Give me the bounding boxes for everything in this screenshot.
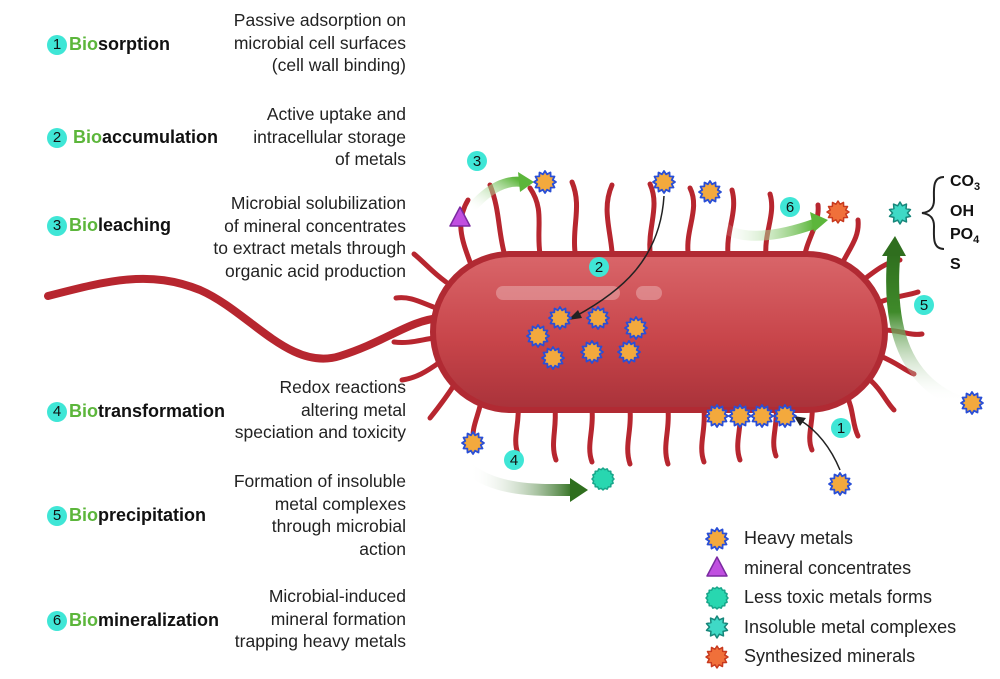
arrow-bioleaching-head [518,172,534,192]
mechanism-name: Bioleaching [69,215,172,235]
mechanism-name: Bioprecipitation [69,505,207,525]
flagellum [44,274,444,363]
ion-sulfide: S [950,255,961,273]
arrow-biotransformation-head [570,478,588,502]
description-bioaccumulation: Active uptake and intracellular storage … [253,104,406,169]
legend: Heavy metals mineral concentrates Less t… [704,524,956,672]
heavy-metal-particle [548,306,572,330]
mechanism-number: 6 [47,610,67,631]
arrow-bioleaching [465,176,527,215]
heavy-metal-particle [586,306,610,330]
insoluble-complex-icon [705,615,729,639]
lesstoxic-particle [591,467,615,491]
diagram-markers: 1 2 3 4 5 6 [467,151,934,470]
arrow-bioaccumulation [575,195,665,317]
mechanism-biosorption: 1 Biosorption [47,34,170,55]
heavy-metal-particle [705,404,729,428]
description-bioprecipitation: Formation of insoluble metal complexes t… [233,471,406,559]
mechanism-number: 2 [47,127,67,148]
diagram-marker-6: 6 [780,197,800,217]
less-toxic-metal-icon [705,586,729,610]
ion-phosphate: PO4 [950,226,980,247]
ion-bracket [921,176,945,250]
mechanism-bioleaching: 3 Bioleaching [47,215,171,236]
legend-item: mineral concentrates [704,554,956,584]
heavy-metal-particle [960,391,984,415]
heavy-metal-particle [533,170,557,194]
heavy-metal-particle [750,404,774,428]
arrow-biomineralization [711,211,819,241]
svg-text:6: 6 [786,199,794,216]
diagram-marker-1: 1 [831,418,851,438]
diagram-marker-5: 5 [914,295,934,315]
legend-item: Less toxic metals forms [704,583,956,613]
heavy-metal-particle [541,346,565,370]
particles [449,170,984,496]
mechanism-name: Biomineralization [69,610,220,630]
insoluble-particle [888,201,912,225]
bacterium-body [430,251,888,413]
legend-item: Insoluble metal complexes [704,613,956,643]
heavy-metal-particle [698,180,722,204]
mechanism-number: 1 [47,34,67,55]
mechanism-name: Biosorption [69,34,170,54]
heavy-metal-particle [580,340,604,364]
diagram-marker-4: 4 [504,450,524,470]
diagram-marker-3: 3 [467,151,487,171]
svg-text:1: 1 [837,420,845,437]
diagram-marker-2: 2 [589,257,609,277]
mineral-particle [449,206,471,227]
mechanism-number: 3 [47,215,67,236]
legend-item: Heavy metals [704,524,956,554]
arrow-biomineralization-head [810,212,828,232]
mechanism-biotransformation: 4 Biotransformation [47,401,225,422]
arrow-biosorption-head [794,416,806,426]
heavy-metal-particle [728,404,752,428]
description-biotransformation: Redox reactions altering metal speciatio… [234,377,406,442]
body-highlight-dot [636,286,662,300]
legend-item: Synthesized minerals [704,642,956,672]
heavy-metal-particle [773,404,797,428]
arrow-biosorption [799,419,841,471]
mechanism-number: 4 [47,401,67,422]
svg-text:4: 4 [510,452,518,469]
svg-text:2: 2 [595,259,603,276]
mechanism-name: Bioaccumulation [73,127,219,147]
mechanism-number: 5 [47,505,67,526]
body-highlight [496,286,620,300]
mechanism-bioaccumulation: 2 Bioaccumulation [47,127,218,148]
description-biomineralization: Microbial-induced mineral formation trap… [234,586,406,651]
heavy-metal-particle [828,472,852,496]
heavy-metal-particle [624,316,648,340]
ion-hydroxide: OH [950,202,974,220]
heavy-metal-particle [652,170,676,194]
mineral-concentrate-icon [706,556,728,577]
svg-text:5: 5 [920,297,928,314]
heavy-metal-icon [705,526,729,551]
ion-carbonate: CO3 [950,173,981,194]
heavy-metal-particle [617,340,641,364]
synth-particle [826,200,850,224]
description-biosorption: Passive adsorption on microbial cell sur… [233,10,406,75]
synthesized-mineral-icon [705,645,729,669]
heavy-metal-particle [526,324,550,348]
mechanism-name: Biotransformation [69,401,226,421]
mechanism-biomineralization: 6 Biomineralization [47,610,219,631]
svg-text:3: 3 [473,153,481,170]
arrow-bioprecipitation-head [882,236,906,256]
description-bioleaching: Microbial solubilization of mineral conc… [213,193,406,281]
arrow-bioprecipitation [886,245,965,409]
mechanism-bioprecipitation: 5 Bioprecipitation [47,505,206,526]
ion-list: CO3 OH PO4 S [950,170,980,276]
arrow-biotransformation [464,464,580,497]
heavy-metal-particle [461,431,485,455]
